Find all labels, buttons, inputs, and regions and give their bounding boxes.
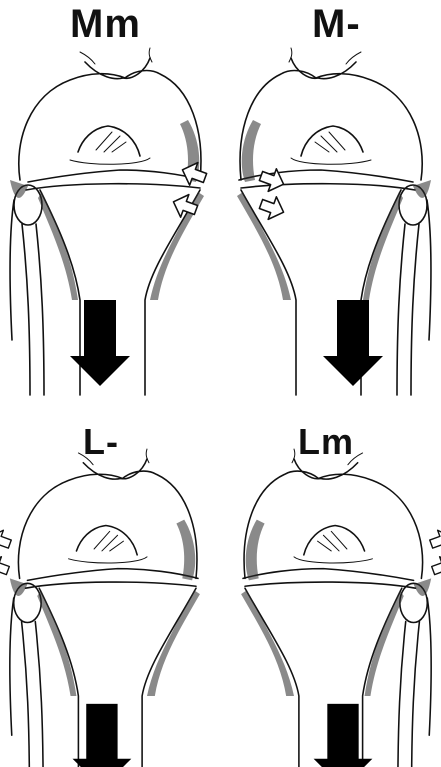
panel-l-minus-knee [0, 449, 200, 767]
panel-lm-knee [241, 449, 441, 767]
panel-mm-knee [10, 48, 209, 395]
panel-m-minus-knee [237, 48, 431, 395]
